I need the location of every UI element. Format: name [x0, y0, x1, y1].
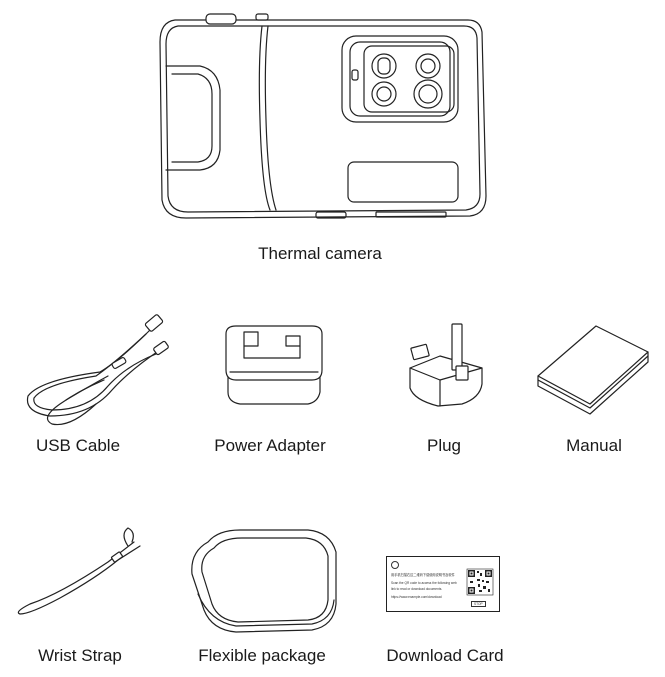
card-logo-icon	[391, 561, 399, 569]
manual-label: Manual	[566, 436, 622, 455]
card-text-3: link to read or download documents.	[391, 587, 443, 591]
card-badge: STOP	[471, 601, 486, 607]
flexible-package-label: Flexible package	[198, 646, 326, 665]
download-card-image: 用手机扫描右边二维码下载使用说明书及软件 Scan the QR code to…	[386, 556, 500, 612]
card-text-1: 用手机扫描右边二维码下载使用说明书及软件	[391, 573, 455, 577]
usb-cable-label: USB Cable	[35, 436, 121, 455]
wrist-strap-label: Wrist Strap	[38, 646, 122, 665]
power-adapter-label: Power Adapter	[214, 436, 326, 455]
qr-code-icon	[466, 568, 494, 596]
download-card-label: Download Card	[386, 646, 504, 665]
thermal-camera-label: Thermal camera	[258, 244, 382, 263]
plug-label: Plug	[426, 436, 462, 455]
card-text-2: Scan the QR code to access the following…	[391, 581, 457, 585]
card-text-4: https://www.example.com/download	[391, 595, 442, 599]
